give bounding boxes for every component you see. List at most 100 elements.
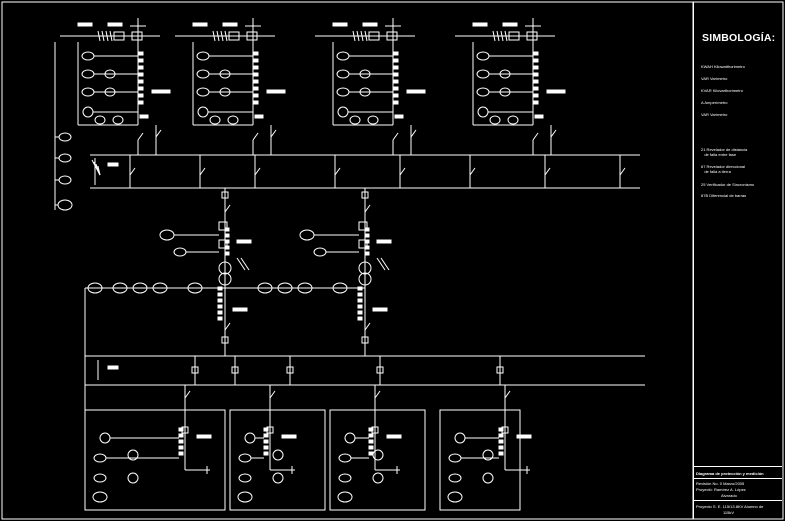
bay-2-meter: [209, 115, 221, 125]
bus-tie-switch-3: [334, 167, 341, 176]
tr-2-relay-0: [364, 227, 370, 232]
bay-3-meter: [336, 87, 350, 97]
feeder-4-frame: [439, 409, 521, 511]
legend-relay-87b: 87B Diferencial de barras: [701, 193, 747, 198]
bay-1-trap: [105, 30, 109, 42]
title-block-author: Proyectó: Ramírez A. López: [696, 487, 746, 492]
bay-2-relay-2: [252, 65, 259, 70]
feeder-3-meter: [372, 449, 384, 461]
feeder-1-meter: [92, 491, 108, 503]
bay-3-trap: [356, 30, 360, 42]
lv-tie-breaker-1: [231, 366, 239, 374]
tr-2-lv-label: [372, 307, 388, 312]
bay-3-trap: [364, 30, 368, 42]
bay-1-relay-0: [137, 51, 144, 56]
tr-2-label: [376, 239, 392, 244]
bay-2-line-label: [192, 22, 208, 27]
lv-meter-m9: [332, 282, 348, 294]
bay-4-meter: [477, 106, 489, 118]
bay-4-relay-tag: [546, 89, 566, 94]
bay-4-trap: [504, 30, 508, 42]
legend-meter-var: VAR Varímetro: [701, 76, 728, 81]
bay-4-relay-2: [532, 65, 539, 70]
title-block-title: Diagrama de protección y medición: [696, 471, 764, 476]
feeder-1-relay-1: [178, 433, 184, 438]
bay-4-relay-6: [532, 93, 539, 98]
feeder-2-relay-1: [263, 433, 269, 438]
tr-2-lv-relay-2: [357, 298, 363, 303]
tr-1-relay-3: [224, 245, 230, 250]
feeder-4-relay-3: [498, 445, 504, 450]
feeder-4-relay-2: [498, 439, 504, 444]
lv-tie-breaker-0: [191, 366, 199, 374]
tr-2-lv-breaker: [361, 336, 369, 344]
bay-1-trap: [97, 30, 101, 42]
tr-1-relay-2: [224, 239, 230, 244]
bay-1-trap: [101, 30, 105, 42]
feeder-1-relay-3: [178, 445, 184, 450]
bus-pt-label: [107, 162, 119, 167]
feeder-1-meter: [127, 449, 139, 461]
tr-1-lv-relay-4: [217, 310, 223, 315]
bay-2-relay-3: [252, 72, 259, 77]
feeder-3-relay-2: [368, 439, 374, 444]
bay-1-relay-7: [137, 100, 144, 105]
bay-2-meter: [196, 87, 210, 97]
tr-1-relay-0: [224, 227, 230, 232]
tr-1-lv-breaker: [221, 336, 229, 344]
feeder-1-meter: [127, 472, 139, 484]
legend-meter-var-2: VAR Varímetro: [701, 112, 728, 117]
bay-3-meter: [337, 106, 349, 118]
feeder-2-frame: [229, 409, 326, 511]
bay-4-meter: [476, 87, 490, 97]
tr-2-winding-lv: [358, 272, 372, 286]
tr-2-lv-switch: [364, 322, 371, 331]
bay-1-meter: [82, 106, 94, 118]
tr-1-relay-4: [224, 251, 230, 256]
tr-2-relay-3: [364, 245, 370, 250]
bay-1-meter: [81, 87, 95, 97]
feeder-3-meter: [344, 432, 356, 444]
legend-relay-21: 21 Revelador de distancia de falla entre…: [701, 147, 748, 157]
bay-4-trap: [500, 30, 504, 42]
feeder-3-meter: [372, 472, 384, 484]
bay-2-relay-6: [252, 93, 259, 98]
bay-4-switch: [532, 132, 539, 141]
bay-4-relay-7: [532, 100, 539, 105]
tr-2-arrow: [376, 257, 386, 271]
tr-1-arrow: [240, 257, 250, 271]
tr-2-ct: [358, 239, 368, 249]
bay-4-trap: [496, 30, 500, 42]
tr-1-lv-relay-1: [217, 292, 223, 297]
bay-3-meter: [359, 87, 371, 97]
feeder-3-relay-3: [368, 445, 374, 450]
title-block-author-2: Alvarado: [721, 493, 737, 498]
tr-1-winding-hv: [218, 261, 232, 275]
feeder-4-meter: [482, 449, 494, 461]
title-block-project: Proyecto S. E. 115/13.8KV Alumno de: [696, 504, 764, 509]
bay-3-trap: [352, 30, 356, 42]
bay-2-trap: [224, 30, 228, 42]
bay-4-meter: [499, 87, 511, 97]
bay-1-meter: [104, 69, 116, 79]
bay-4-line-label: [472, 22, 488, 27]
bay-1-meter: [94, 115, 106, 125]
feeder-2-meter: [244, 432, 256, 444]
feeder-4-meter: [448, 453, 462, 463]
feeder-4-meter: [448, 473, 462, 483]
bay-2-meter: [196, 51, 210, 61]
bay-3-relay-5: [392, 86, 399, 91]
bay-3-relay-4: [392, 79, 399, 84]
bus-tie-switch-2: [254, 167, 261, 176]
feeder-2-meter: [238, 453, 252, 463]
bay-2-meter: [197, 106, 209, 118]
bay-4-relay-3: [532, 72, 539, 77]
bay-4-meter: [476, 69, 490, 79]
bay-2-relay-1: [252, 58, 259, 63]
feeder-1-relay-0: [178, 427, 184, 432]
feeder-4-relay-1: [498, 433, 504, 438]
feeder-4-relay-0: [498, 427, 504, 432]
bay-1-trap: [109, 30, 113, 42]
lv-meter-m3: [132, 282, 148, 294]
